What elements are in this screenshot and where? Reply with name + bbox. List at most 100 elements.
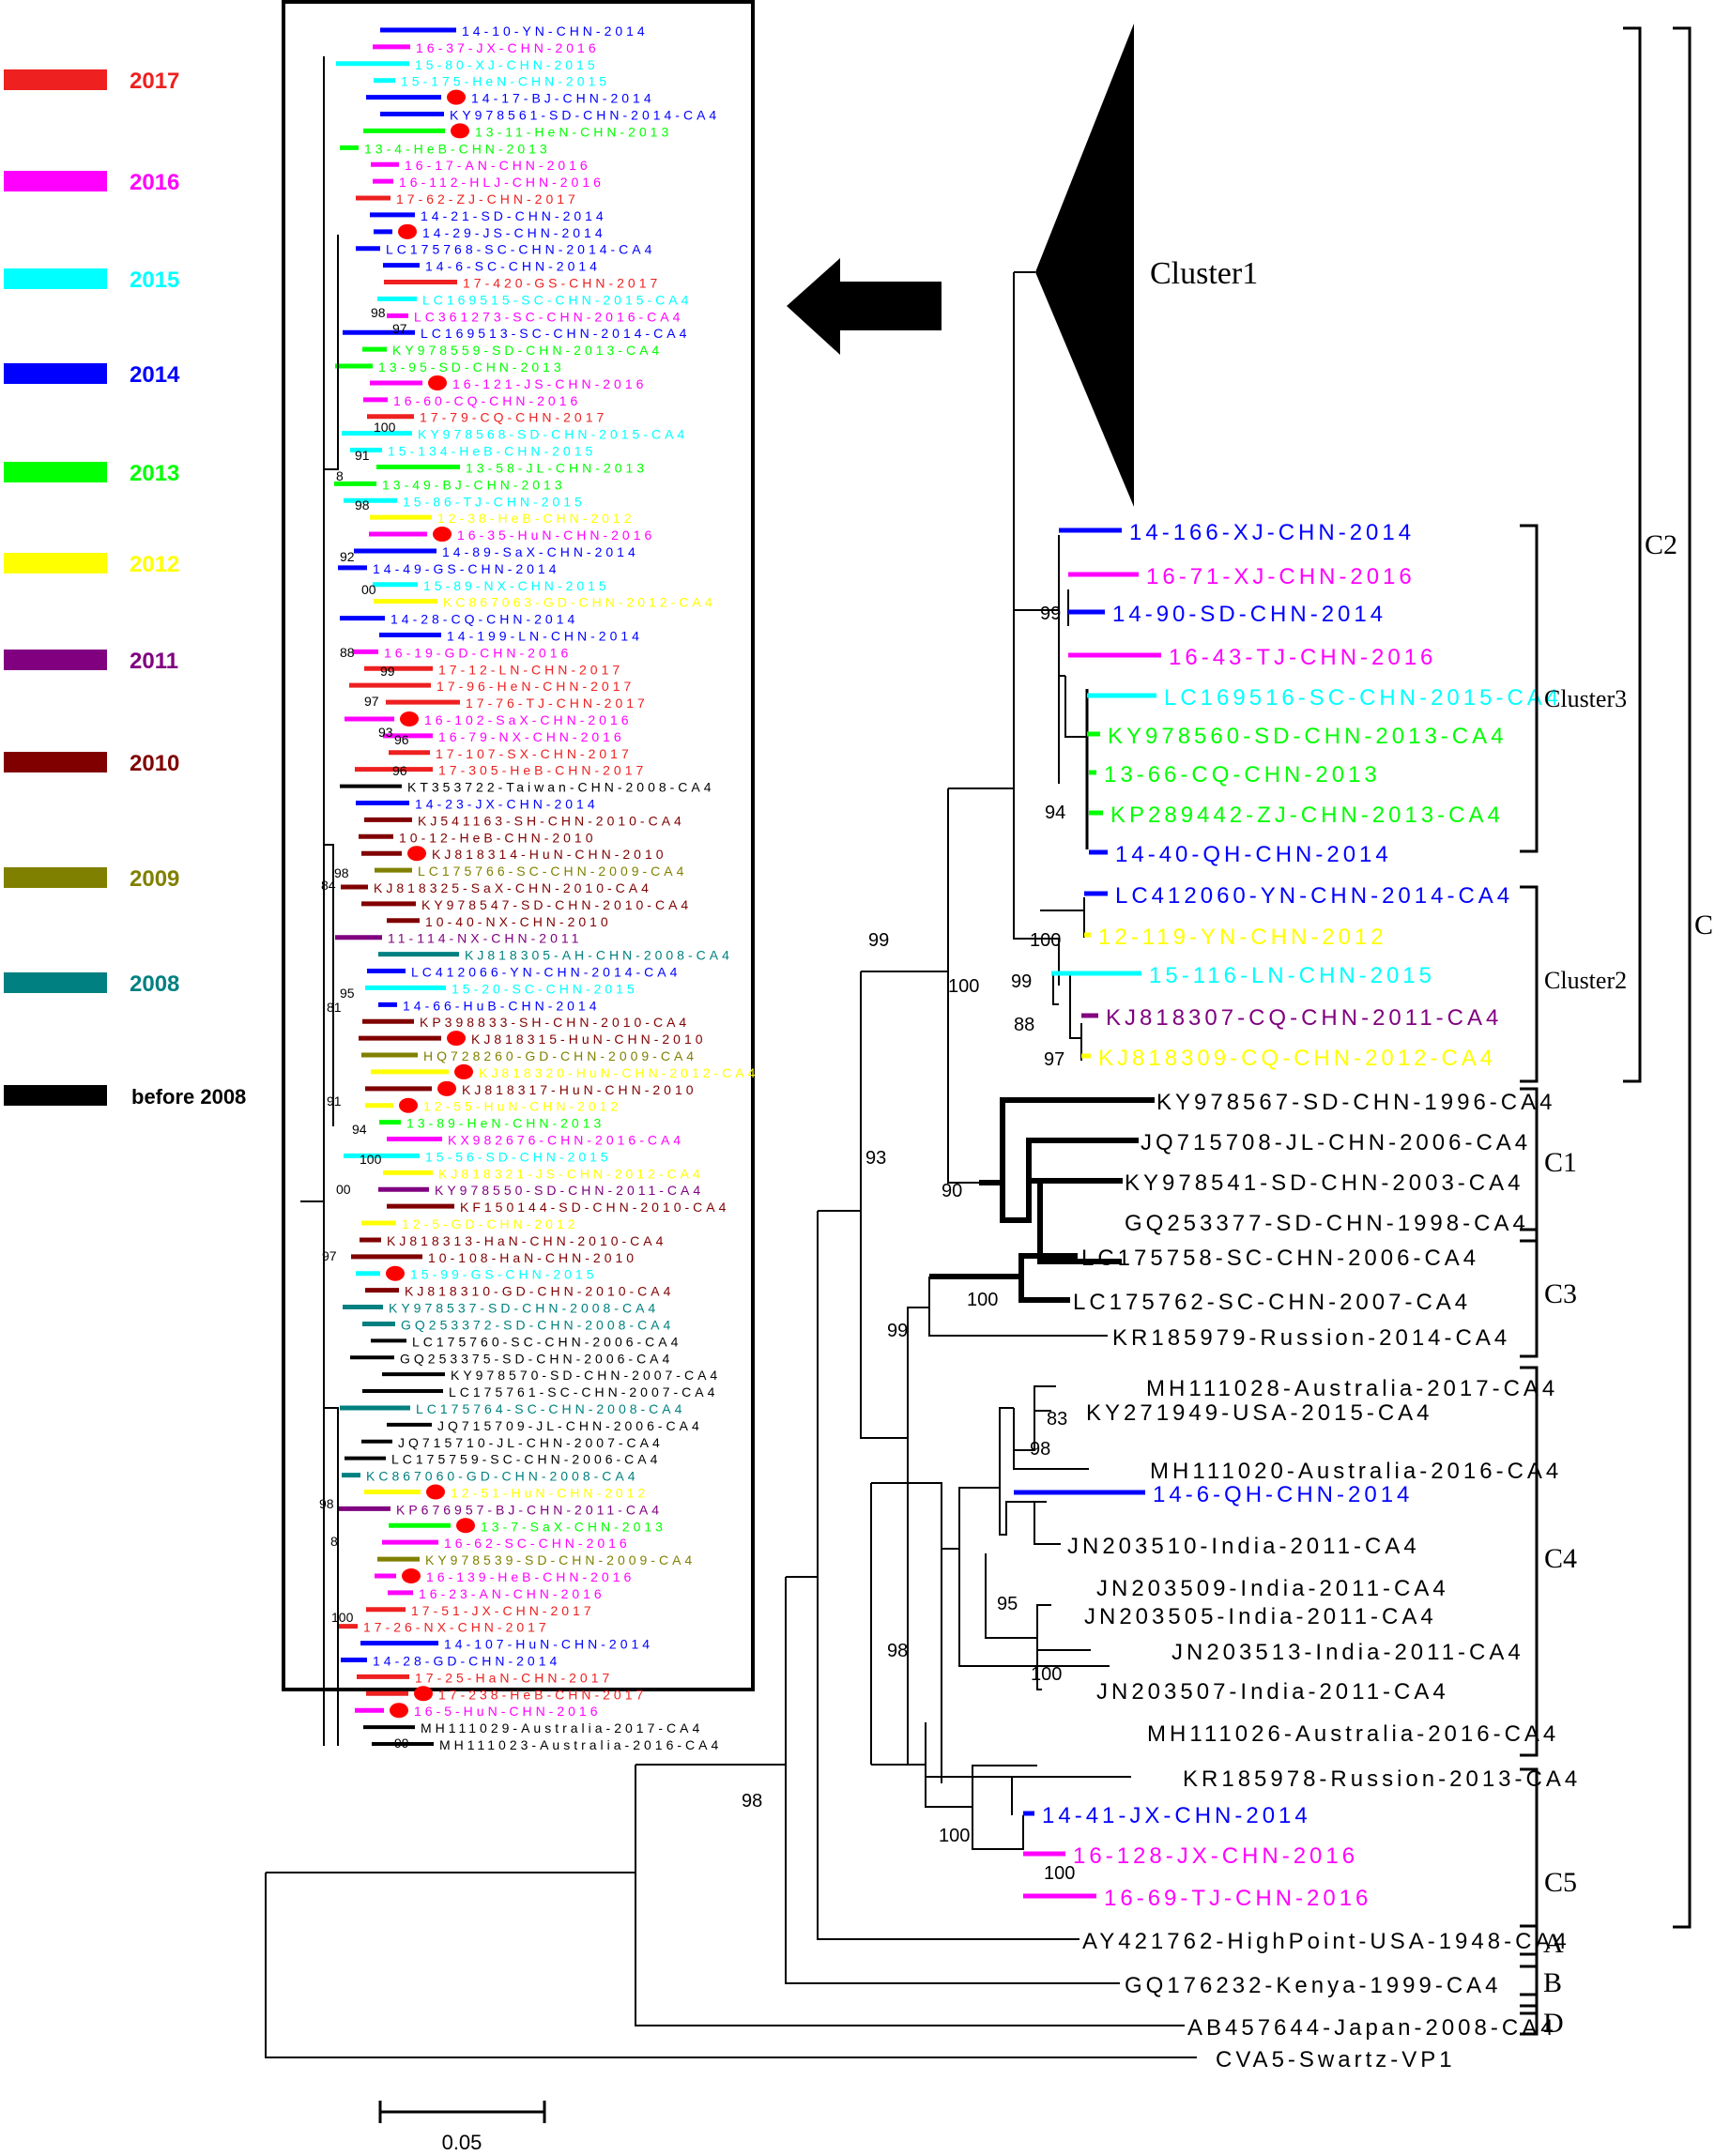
bootstrap-value: 98 — [319, 1496, 334, 1511]
main-leaf-label: 14-166-XJ-CHN-2014 — [1129, 520, 1415, 545]
inset-leaf-label: KC867063-GD-CHN-2012-CA4 — [443, 595, 716, 610]
bootstrap-value: 95 — [340, 986, 355, 1001]
clade-label: C — [1694, 910, 1713, 940]
inset-leaf-label: 14-28-GD-CHN-2014 — [373, 1653, 560, 1668]
legend-label: 2008 — [130, 971, 179, 997]
main-tree-leaves: 14-166-XJ-CHN-201416-71-XJ-CHN-201614-90… — [1042, 520, 1577, 2072]
inset-leaf-label: 13-95-SD-CHN-2013 — [378, 359, 565, 375]
inset-leaf-label: KJ818310-GD-CHN-2010-CA4 — [405, 1284, 674, 1299]
main-leaf-label: MH111026-Australia-2016-CA4 — [1147, 1721, 1559, 1747]
inset-leaf-label: 16-60-CQ-CHN-2016 — [393, 393, 581, 408]
main-leaf-label: 13-66-CQ-CHN-2013 — [1104, 762, 1381, 787]
inset-leaf-label: 12-5-GD-CHN-2012 — [402, 1216, 578, 1231]
legend-label: 2017 — [130, 69, 179, 94]
scale-bar: 0.05 — [378, 2101, 546, 2154]
bootstrap-value: 93 — [865, 1148, 886, 1169]
marker-dot-icon — [390, 1703, 408, 1719]
inset-leaf-label: 14-28-CQ-CHN-2014 — [390, 612, 578, 627]
main-leaf-label: GQ176232-Kenya-1999-CA4 — [1125, 1973, 1502, 1998]
inset-leaf-label: KY978550-SD-CHN-2011-CA4 — [435, 1183, 704, 1198]
legend-label: 2013 — [130, 461, 179, 486]
inset-leaf-label: 17-96-HeN-CHN-2017 — [436, 679, 635, 694]
marker-dot-icon — [399, 1097, 418, 1113]
inset-leaf-label: KY978568-SD-CHN-2015-CA4 — [418, 427, 688, 442]
inset-leaf-label: 16-23-AN-CHN-2016 — [419, 1586, 605, 1601]
clade-bracket — [1520, 1924, 1539, 1956]
inset-leaf-label: LC175760-SC-CHN-2006-CA4 — [412, 1334, 681, 1349]
inset-leaf-label: KT353722-Taiwan-CHN-2008-CA4 — [407, 780, 715, 795]
main-leaf-label: KY978567-SD-CHN-1996-CA4 — [1156, 1090, 1555, 1115]
bootstrap-value: 92 — [340, 549, 355, 564]
marker-dot-icon — [437, 1080, 456, 1096]
bootstrap-value: 98 — [887, 1641, 908, 1661]
main-leaf-label: GQ253377-SD-CHN-1998-CA4 — [1125, 1211, 1529, 1236]
bootstrap-value: 88 — [1014, 1015, 1034, 1035]
main-leaf-label: KR185979-Russion-2014-CA4 — [1112, 1325, 1510, 1351]
bootstrap-value: 99 — [1011, 971, 1032, 992]
inset-leaf-label: LC175759-SC-CHN-2006-CA4 — [391, 1452, 661, 1467]
clade-label: A — [1543, 1928, 1564, 1959]
clade-bracket — [1520, 885, 1539, 1083]
bootstrap-value: 95 — [997, 1594, 1018, 1614]
inset-leaf-label: 15-89-NX-CHN-2015 — [423, 578, 610, 593]
bootstrap-value: 94 — [352, 1122, 367, 1137]
inset-tree-box — [282, 0, 755, 1691]
inset-leaf-label: 14-29-JS-CHN-2014 — [422, 225, 606, 240]
legend-swatch — [4, 650, 107, 670]
inset-leaf-label: KJ818305-AH-CHN-2008-CA4 — [465, 948, 733, 963]
inset-leaf-label: KJ818321-JS-CHN-2012-CA4 — [438, 1166, 704, 1181]
legend-label: before 2008 — [131, 1085, 246, 1109]
inset-leaf-label: 15-80-XJ-CHN-2015 — [415, 57, 599, 72]
bootstrap-value: 100 — [1031, 1664, 1062, 1685]
legend-swatch — [4, 553, 107, 573]
marker-dot-icon — [407, 846, 426, 862]
inset-leaf-label: 15-134-HeB-CHN-2015 — [388, 444, 596, 459]
clade-label: Cluster2 — [1544, 967, 1627, 994]
marker-dot-icon — [433, 527, 452, 543]
inset-tree-leaves: 14-10-YN-CHN-201416-37-JX-CHN-201615-80-… — [363, 23, 755, 1752]
inset-leaf-label: 10-40-NX-CHN-2010 — [425, 914, 612, 929]
bootstrap-value: 97 — [322, 1248, 337, 1263]
inset-leaf-label: 14-107-HuN-CHN-2014 — [444, 1637, 653, 1652]
legend-label: 2010 — [130, 751, 179, 776]
legend-label: 2015 — [130, 268, 179, 293]
inset-leaf-label: 14-6-SC-CHN-2014 — [425, 259, 601, 274]
inset-leaf-label: KF150144-SD-CHN-2010-CA4 — [460, 1200, 729, 1215]
inset-leaf-label: KP398833-SH-CHN-2010-CA4 — [420, 1015, 690, 1030]
inset-leaf-label: LC169513-SC-CHN-2014-CA4 — [421, 326, 690, 341]
main-leaf-label: KJ818307-CQ-CHN-2011-CA4 — [1106, 1005, 1502, 1031]
bootstrap-value: 90 — [942, 1181, 962, 1201]
inset-leaf-label: MH111029-Australia-2017-CA4 — [421, 1720, 703, 1736]
marker-dot-icon — [456, 1518, 475, 1534]
clade-label: C1 — [1544, 1147, 1577, 1178]
bootstrap-value: 8 — [330, 1534, 338, 1549]
bootstrap-value: 83 — [1047, 1409, 1067, 1430]
legend-swatch — [4, 752, 107, 772]
inset-leaf-label: KJ818325-SaX-CHN-2010-CA4 — [374, 880, 652, 895]
bootstrap-value: 100 — [360, 1152, 382, 1167]
bootstrap-value: 97 — [1044, 1049, 1064, 1070]
legend-label: 2016 — [130, 170, 179, 195]
main-leaf-label: JN203509-India-2011-CA4 — [1096, 1576, 1449, 1601]
main-leaf-label: 14-40-QH-CHN-2014 — [1115, 842, 1392, 867]
marker-dot-icon — [447, 1031, 466, 1047]
main-leaf-label: JN203505-India-2011-CA4 — [1084, 1604, 1437, 1629]
inset-leaf-label: MH111023-Australia-2016-CA4 — [439, 1737, 722, 1752]
left-arrow-icon — [787, 258, 942, 355]
main-leaf-label: KP289442-ZJ-CHN-2013-CA4 — [1110, 803, 1504, 828]
bootstrap-value: 100 — [939, 1826, 970, 1846]
main-leaf-label: MH111020-Australia-2016-CA4 — [1150, 1459, 1562, 1484]
main-leaf-label: LC175758-SC-CHN-2006-CA4 — [1081, 1246, 1479, 1271]
inset-leaf-label: KY978537-SD-CHN-2008-CA4 — [389, 1301, 659, 1316]
inset-leaf-label: 13-89-HeN-CHN-2013 — [406, 1116, 605, 1131]
marker-dot-icon — [428, 375, 447, 390]
main-leaf-label: AY421762-HighPoint-USA-1948-CA4 — [1082, 1929, 1570, 1954]
inset-leaf-label: LC175766-SC-CHN-2009-CA4 — [418, 864, 687, 879]
inset-leaf-label: LC412066-YN-CHN-2014-CA4 — [411, 965, 681, 980]
bootstrap-value: 8 — [336, 468, 344, 483]
main-tree-branches — [265, 271, 1197, 2058]
bootstrap-value: 99 — [380, 664, 395, 679]
clade-label: C3 — [1544, 1278, 1577, 1309]
inset-leaf-label: 17-238-HeB-CHN-2017 — [438, 1687, 647, 1702]
